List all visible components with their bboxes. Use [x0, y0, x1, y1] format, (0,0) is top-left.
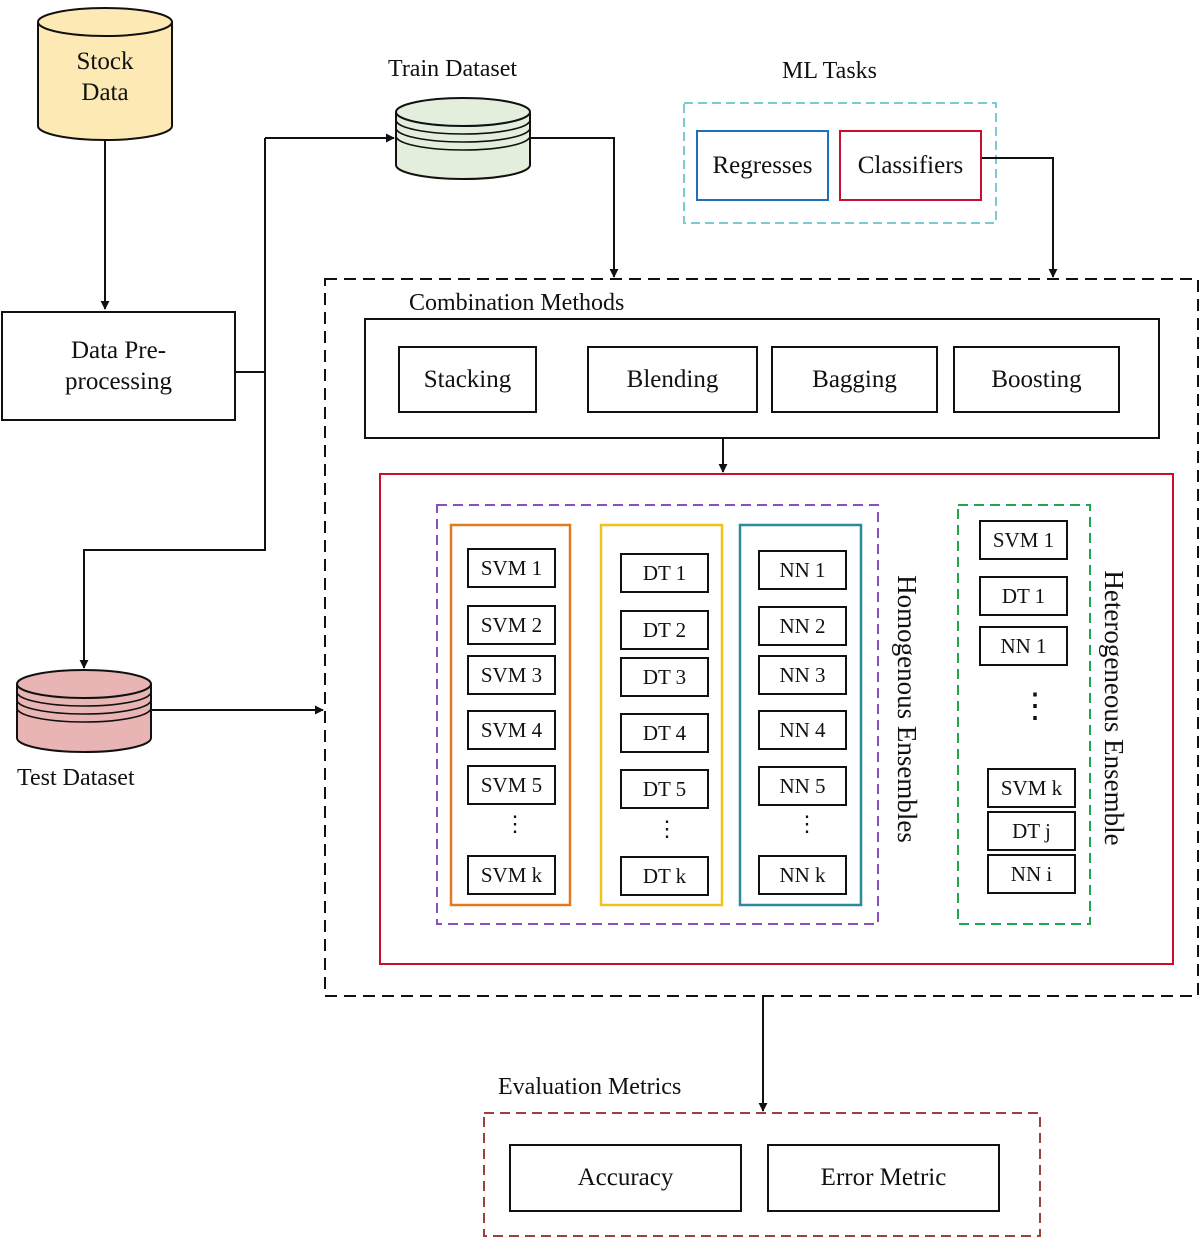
hetero-model-box: SVM k [987, 768, 1076, 808]
nn-ellipsis: ⋮ [796, 811, 818, 836]
svm-model-box: SVM k [467, 855, 556, 895]
dt-model-box: DT 4 [620, 713, 709, 753]
evaluation-title: Evaluation Metrics [498, 1074, 682, 1100]
dt-model-box: DT 3 [620, 657, 709, 697]
dt-column-border [599, 523, 724, 907]
method-blending: Blending [587, 346, 758, 413]
heterogeneous-container [957, 504, 1091, 925]
stock-db-top [37, 7, 173, 37]
classifiers-border [839, 130, 982, 201]
test-dataset-database-icon [16, 669, 152, 753]
homogeneous-container [436, 504, 879, 925]
combination-methods-container [364, 318, 1160, 439]
method-bagging: Bagging [771, 346, 938, 413]
homogeneous-title: Homogenous Ensembles [892, 575, 922, 843]
train-dataset-database-icon [395, 97, 531, 180]
svm-model-box: SVM 4 [467, 710, 556, 750]
svm-ellipsis: ⋮ [504, 811, 526, 836]
hetero-model-box: SVM 1 [979, 520, 1068, 560]
ml-tasks-container [683, 102, 997, 224]
preprocessing-branch [236, 138, 266, 373]
svm-model-box: SVM 3 [467, 655, 556, 695]
hetero-model-box: NN 1 [979, 626, 1068, 666]
nn-model-box: NN k [758, 855, 847, 895]
svm-model-box: SVM 5 [467, 765, 556, 805]
train-dataset-label: Train Dataset [388, 56, 518, 82]
arrow-ml-tasks-to-combination [982, 157, 1058, 278]
hetero-model-box: DT j [987, 811, 1076, 851]
dt-model-box: DT k [620, 856, 709, 896]
regresses-border [696, 130, 829, 201]
nn-model-box: NN 1 [758, 550, 847, 590]
method-stacking: Stacking [398, 346, 537, 413]
ensembles-container [379, 473, 1174, 965]
hetero-model-box: NN i [987, 854, 1076, 894]
regresses-box: Regresses [712, 151, 813, 179]
nn-model-box: NN 3 [758, 655, 847, 695]
hetero-model-box: DT 1 [979, 576, 1068, 616]
arrow-to-test-dataset [79, 372, 266, 669]
stock-data-database-icon [37, 7, 173, 141]
evaluation-container [483, 1112, 1041, 1237]
main-dashed-container [324, 278, 1199, 997]
classifiers-box: Classifiers [857, 151, 964, 179]
dt-ellipsis: ⋮ [656, 816, 678, 841]
svm-model-box: SVM 1 [467, 548, 556, 588]
nn-model-box: NN 5 [758, 766, 847, 806]
dt-model-box: DT 5 [620, 769, 709, 809]
stock-db-body [37, 22, 173, 141]
error-metric-box: Error Metric [767, 1144, 1000, 1212]
heterogeneous-title: Heterogeneous Ensemble [1099, 570, 1129, 846]
accuracy-box: Accuracy [509, 1144, 742, 1212]
combination-methods-title: Combination Methods [409, 290, 625, 316]
svm-column-border [449, 523, 572, 907]
nn-model-box: NN 2 [758, 606, 847, 646]
method-boosting: Boosting [953, 346, 1120, 413]
ml-tasks-title: ML Tasks [782, 58, 877, 84]
svm-model-box: SVM 2 [467, 605, 556, 645]
dt-model-box: DT 1 [620, 553, 709, 593]
preprocessing-box: Data Pre-processing [1, 311, 236, 421]
arrow-train-to-combination [530, 137, 619, 278]
dt-model-box: DT 2 [620, 610, 709, 650]
nn-column-border [738, 523, 863, 907]
stock-data-label: Stock Data [76, 47, 134, 106]
nn-model-box: NN 4 [758, 710, 847, 750]
hetero-ellipsis: ⋮ [1018, 688, 1052, 725]
test-dataset-label: Test Dataset [17, 765, 135, 791]
